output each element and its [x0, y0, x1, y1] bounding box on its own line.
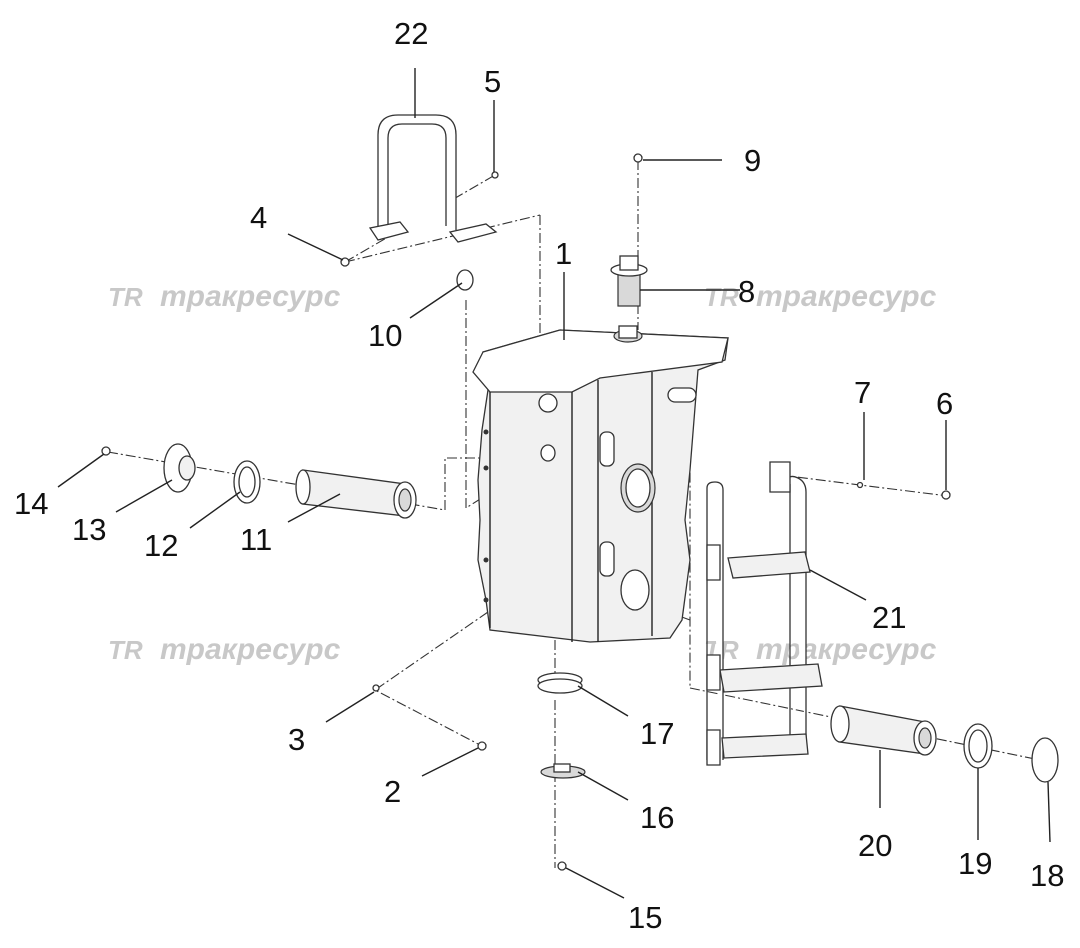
fuel-tank: [472, 329, 729, 643]
watermark-brand: тракресурс: [756, 633, 937, 666]
callout-16: 16: [640, 800, 674, 835]
bolt-9: [633, 153, 643, 163]
filter-right: [830, 705, 937, 756]
callout-11: 11: [240, 522, 272, 557]
callout-1: 1: [555, 236, 572, 271]
callout-20: 20: [858, 828, 892, 863]
callout-10: 10: [368, 318, 402, 353]
handle-rail: [368, 114, 498, 243]
watermark-brand: тракресурс: [160, 280, 341, 313]
callout-15: 15: [628, 900, 662, 935]
bolt-5: [491, 171, 499, 179]
callout-6: 6: [936, 386, 953, 421]
plug-15: [557, 861, 567, 871]
callout-8: 8: [738, 274, 755, 309]
filter-left: [295, 469, 417, 519]
watermark-brand: тракресурс: [160, 633, 341, 666]
callout-7: 7: [854, 375, 871, 410]
washer-7: [856, 481, 864, 489]
callout-17: 17: [640, 716, 674, 751]
callout-22: 22: [394, 16, 428, 51]
filler-neck: [610, 255, 648, 343]
watermark-top-left: TR тракресурс: [108, 280, 341, 313]
callout-5: 5: [484, 64, 501, 99]
watermark-logo: TR: [108, 635, 143, 665]
washer-3: [372, 684, 380, 692]
bolt-2: [477, 741, 487, 751]
leader-lines: [57, 68, 1051, 899]
callout-9: 9: [744, 143, 761, 178]
watermark-brand: тракресурс: [756, 280, 937, 313]
watermark-bottom-right: TR тракресурс: [704, 633, 937, 666]
callout-4: 4: [250, 200, 267, 235]
cover-left: [163, 443, 196, 493]
callouts: 22 5 4 9 1 8 10 7 6 14 13 12 11 21 3 17 …: [14, 16, 1064, 935]
cover-right: [1031, 737, 1059, 783]
callout-13: 13: [72, 512, 106, 547]
callout-2: 2: [384, 774, 401, 809]
ring-17: [537, 672, 583, 694]
watermark-logo: TR: [704, 282, 739, 312]
callout-14: 14: [14, 486, 48, 521]
callout-3: 3: [288, 722, 305, 757]
callout-19: 19: [958, 846, 992, 881]
bolt-6: [941, 490, 951, 500]
callout-18: 18: [1030, 858, 1064, 893]
bolt-14: [101, 446, 111, 456]
watermark-top-right: TR тракресурс: [704, 280, 937, 313]
ladder: [706, 461, 823, 766]
gasket-right: [963, 723, 993, 769]
flange-16: [540, 763, 586, 779]
callout-12: 12: [144, 528, 178, 563]
gasket-left: [233, 460, 261, 504]
plug: [456, 269, 474, 291]
callout-21: 21: [872, 600, 906, 635]
watermark-bottom-left: TR тракресурс: [108, 633, 341, 666]
watermark-logo: TR: [108, 282, 143, 312]
